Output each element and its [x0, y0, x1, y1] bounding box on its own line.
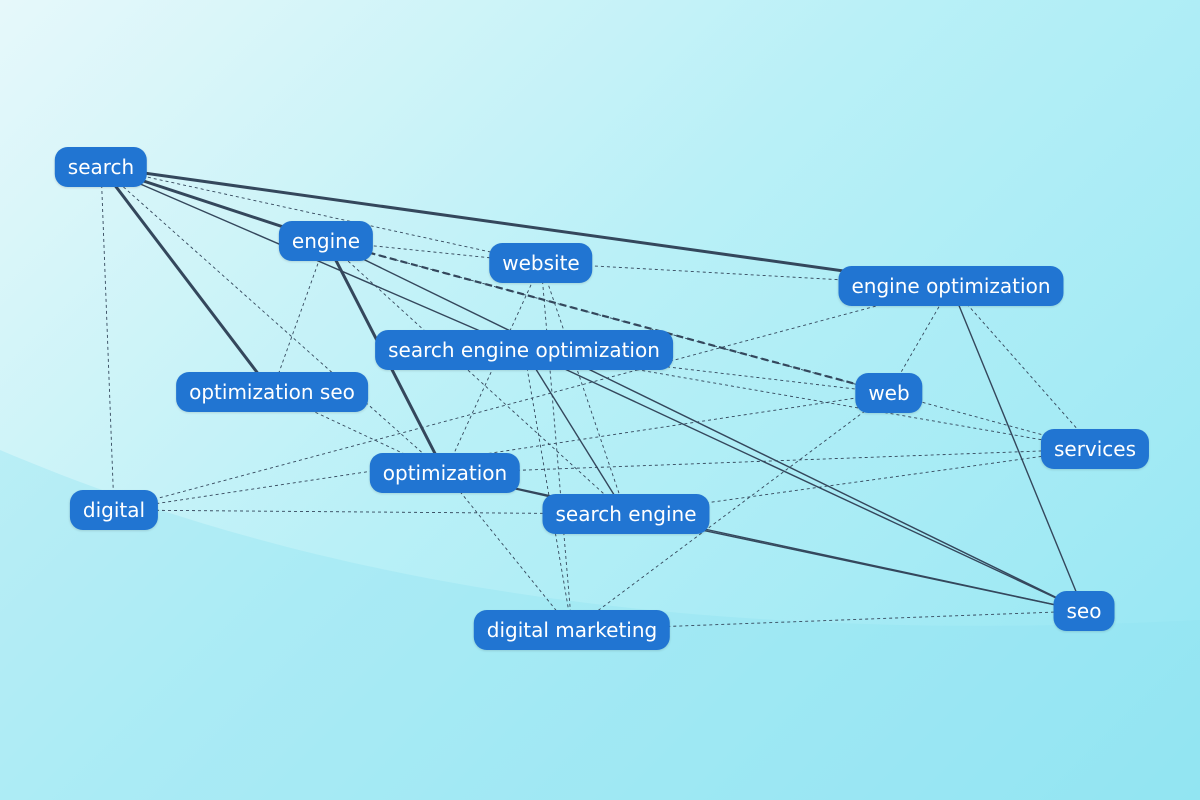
edge-services-to-search-engine — [625, 448, 1096, 515]
node-digital-marketing[interactable]: digital marketing — [473, 610, 671, 650]
node-web[interactable]: web — [855, 373, 923, 413]
edge-engine-to-optimization-seo — [271, 240, 327, 393]
node-seo[interactable]: seo — [1053, 591, 1115, 631]
edge-search-engine-optimization-to-digital-marketing — [523, 349, 573, 631]
node-engine-optimization[interactable]: engine optimization — [838, 266, 1064, 306]
node-optimization[interactable]: optimization — [369, 453, 521, 493]
edge-optimization-to-digital-marketing — [444, 472, 573, 631]
node-search-engine-optimization[interactable]: search engine optimization — [375, 330, 673, 370]
edge-engine-to-web — [325, 239, 890, 395]
node-services[interactable]: services — [1040, 429, 1150, 469]
edge-website-to-digital-marketing — [540, 262, 573, 631]
edge-website-to-search-engine — [540, 262, 627, 515]
edge-optimization-to-services — [444, 448, 1096, 474]
edge-engine-to-seo — [325, 240, 1085, 612]
node-engine[interactable]: engine — [278, 221, 374, 261]
edge-engine-to-search-engine — [325, 240, 627, 515]
edge-search-to-digital — [100, 166, 115, 511]
edge-digital-to-search-engine — [113, 509, 627, 515]
edge-search-to-optimization — [100, 166, 446, 474]
node-website[interactable]: website — [489, 243, 593, 283]
node-optimization-seo[interactable]: optimization seo — [176, 372, 368, 412]
edge-search-to-optimization-seo — [99, 166, 274, 393]
node-search-engine[interactable]: search engine — [542, 494, 710, 534]
node-search[interactable]: search — [54, 147, 148, 187]
edge-web-to-digital — [113, 392, 890, 511]
edge-engine-to-services — [325, 240, 1096, 450]
edge-engine-optimization-to-seo — [950, 285, 1085, 612]
edge-search-to-engine-optimization — [100, 165, 952, 288]
edge-engine-optimization-to-services — [950, 285, 1096, 450]
edge-search-engine-optimization-to-seo — [523, 349, 1085, 612]
edge-search-engine-optimization-to-search-engine — [523, 349, 627, 515]
node-digital[interactable]: digital — [69, 490, 159, 530]
